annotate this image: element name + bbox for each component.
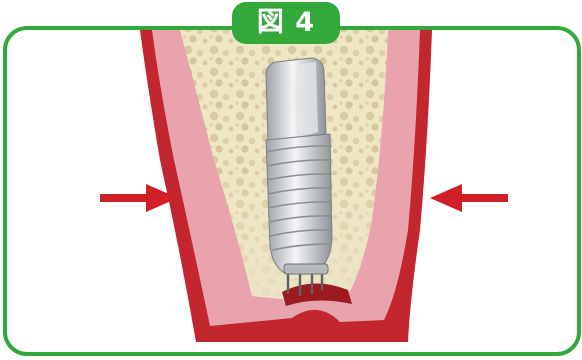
arrow-left-icon xyxy=(430,184,508,212)
figure-badge: 図 4 xyxy=(232,2,340,44)
implant xyxy=(266,58,332,296)
